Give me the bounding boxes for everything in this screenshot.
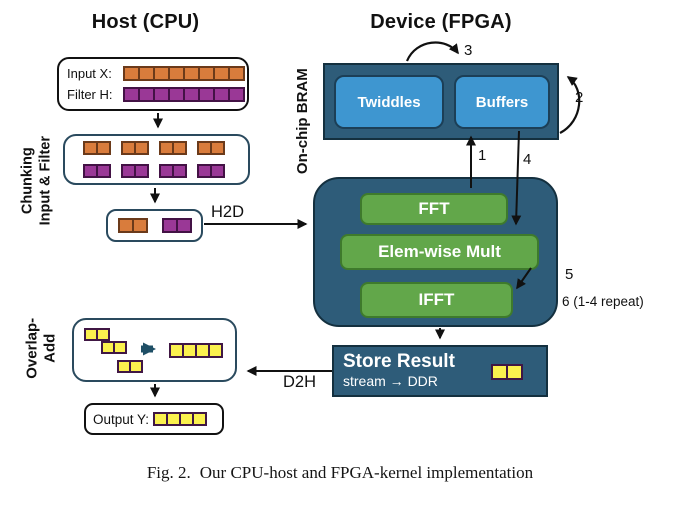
chunked-input-row [83,141,248,155]
overlap-chunk-pair [117,360,143,373]
figure-caption: Fig. 2. Our CPU-host and FPGA-kernel impl… [0,463,680,483]
orange-data-square [96,141,111,155]
chunked-pair-box [106,209,203,242]
filter-h-row: Filter H: [67,86,247,102]
orange-data-square [172,141,187,155]
input-filter-box: Input X: Filter H: [57,57,249,111]
step-2-label: 2 [575,89,584,106]
input-x-label: Input X: [67,66,112,82]
figure-caption-text: Our CPU-host and FPGA-kernel implementat… [199,463,534,482]
ifft-box: IFFT [360,282,513,318]
purple-data-square [172,164,187,178]
output-y-label: Output Y: [93,411,150,427]
overlap-label-line2: Add [42,333,59,363]
fpga-kernel-box: FFT Elem-wise Mult IFFT [313,177,558,327]
yellow-data-square [113,341,127,354]
purple-data-square [96,164,111,178]
chunking-label: Chunking Input & Filter [19,126,54,236]
arrow-step3-curved [405,41,459,62]
step-1-label: 1 [478,147,487,164]
orange-data-square [134,141,149,155]
filter-h-label: Filter H: [67,86,113,102]
buffers-box: Buffers [454,75,550,129]
chunk-pair [121,164,149,178]
overlap-result-strip [169,343,223,358]
d2h-transfer-label: D2H [283,373,317,391]
yellow-data-square [129,360,143,373]
overlap-add-box [72,318,237,382]
purple-data-square [134,164,149,178]
store-result-title: Store Result [343,351,455,372]
output-y-box: Output Y: [84,403,224,435]
chunk-pair [83,164,111,178]
chunk-pair [121,141,149,155]
purple-data-square [228,86,245,102]
orange-data-square [228,66,245,82]
chunk-pair [197,164,225,178]
chunk-pair [159,141,187,155]
fft-box: FFT [360,193,508,225]
step-5-label: 5 [565,266,574,283]
purple-data-square [175,218,192,233]
yellow-data-square [208,343,223,358]
bram-box: Twiddles Buffers [323,63,559,140]
purple-data-square [210,164,225,178]
chunking-label-line1: Chunking [19,147,36,215]
figure-number: Fig. 2. [146,463,191,482]
elem-wise-mult-box: Elem-wise Mult [340,234,539,270]
chunk-pair [117,218,148,233]
overlap-chunk-pair [84,328,110,341]
stream-ddr-subtitle: stream → DDR [343,372,438,389]
filter-h-strip [123,86,245,102]
store-result-box: Store Result stream → DDR [332,345,548,397]
result-pair [491,364,523,380]
step-4-label: 4 [523,151,532,168]
output-y-strip [153,412,208,426]
input-x-row: Input X: [67,66,247,82]
yellow-data-square [192,412,208,426]
h2d-transfer-label: H2D [211,203,245,221]
step-3-label: 3 [464,42,473,59]
chunk-pair [159,164,187,178]
chunk-pair [197,141,225,155]
host-cpu-title: Host (CPU) [91,11,200,33]
yellow-data-square [506,364,523,380]
twiddles-box: Twiddles [334,75,444,129]
yellow-data-square [96,328,110,341]
device-fpga-title: Device (FPGA) [370,11,512,33]
orange-data-square [210,141,225,155]
overlap-add-label: Overlap- Add [24,306,61,390]
chunk-pair [83,141,111,155]
orange-data-square [131,218,148,233]
step-6-repeat-label: 6 (1-4 repeat) [562,294,644,309]
input-x-strip [123,66,245,82]
overlap-label-line1: Overlap- [23,317,41,379]
chunked-filter-row [83,164,248,178]
chunking-box [63,134,250,185]
chunk-pair [161,218,192,233]
overlap-chunk-pair [101,341,127,354]
chunking-label-line2: Input & Filter [37,135,53,226]
on-chip-bram-label: On-chip BRAM [293,68,311,175]
